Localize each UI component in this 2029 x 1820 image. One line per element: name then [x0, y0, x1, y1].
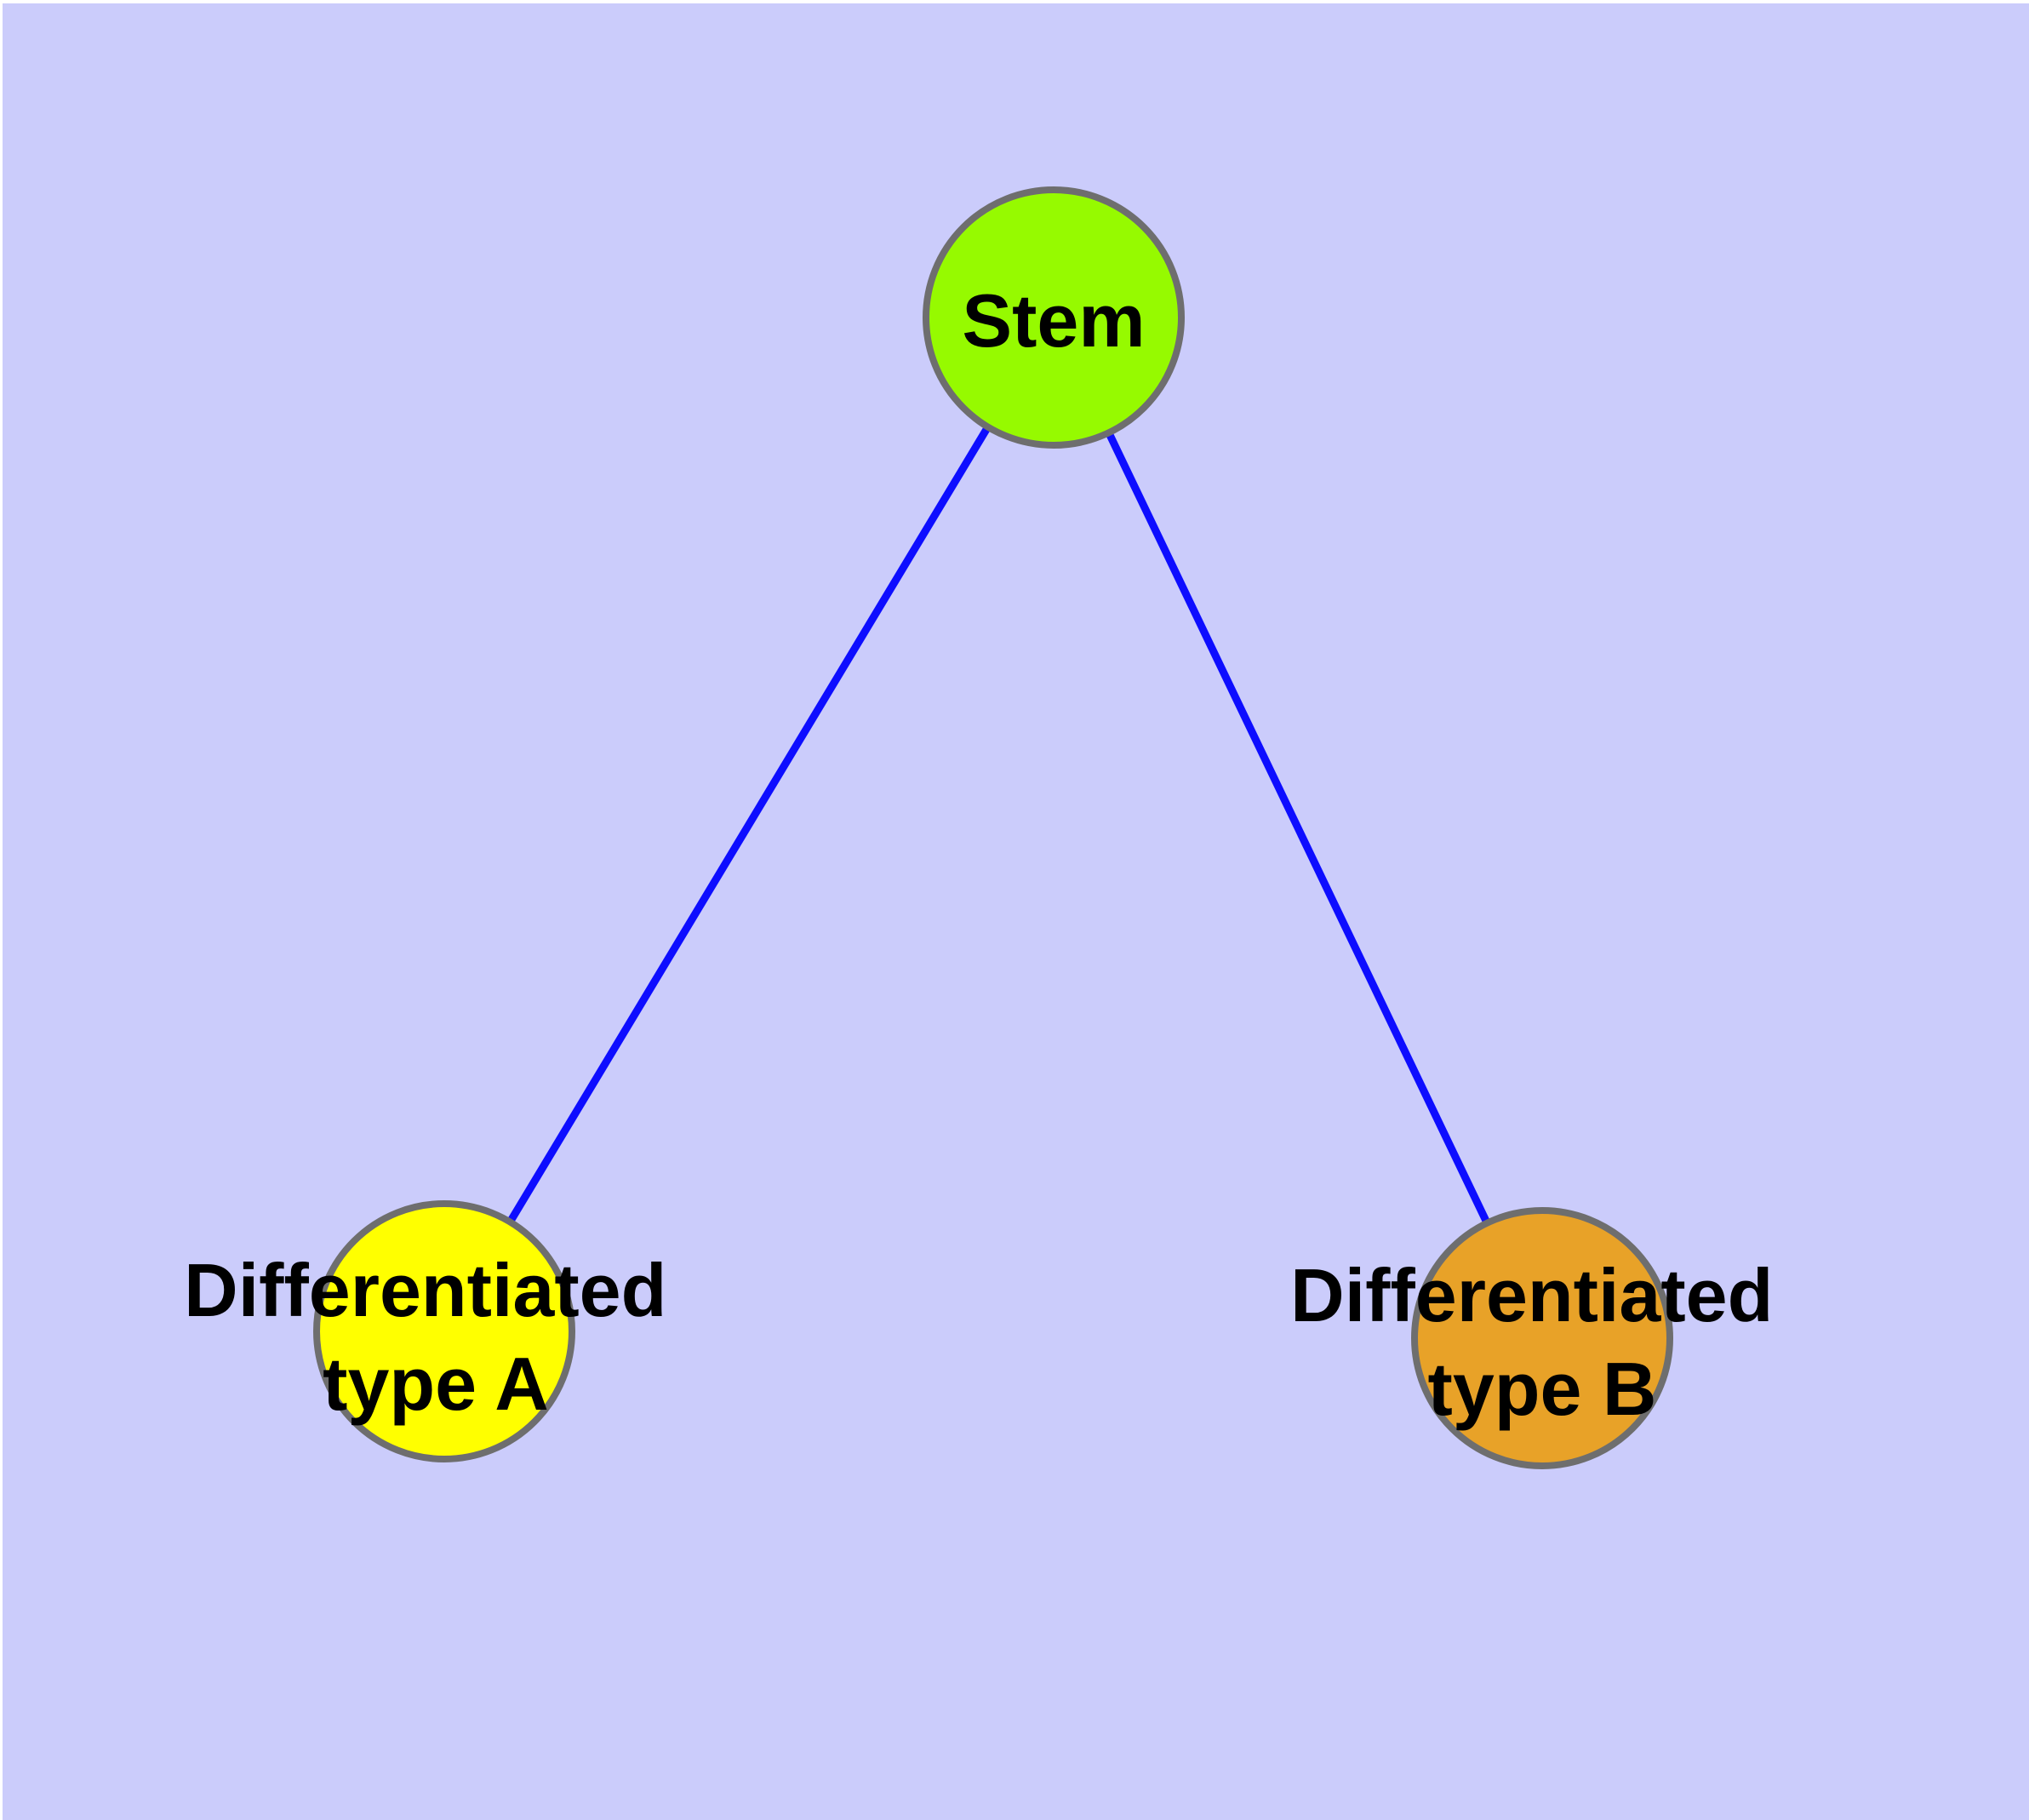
node-stem-label: Stem: [962, 278, 1145, 363]
edge-stem-to-type-a: [441, 315, 1057, 1334]
node-differentiated-type-b-label: Differentiated type B: [1290, 1253, 1794, 1431]
node-differentiated-type-a-label-line2: type A: [323, 1342, 549, 1426]
node-differentiated-type-a-circle: [313, 1200, 575, 1462]
top-border-strip: [0, 0, 2029, 3]
node-differentiated-type-b-circle: [1411, 1207, 1673, 1469]
node-stem-circle: [923, 186, 1185, 449]
node-differentiated-type-b-label-line1: Differentiated: [1290, 1253, 1773, 1337]
left-border-strip: [0, 0, 3, 1820]
node-differentiated-type-b-label-line2: type B: [1428, 1347, 1657, 1431]
edge-stem-to-type-b: [1049, 316, 1546, 1340]
node-differentiated-type-a-label: Differentiated type A: [184, 1248, 688, 1426]
node-differentiated-type-a-label-line1: Differentiated: [184, 1248, 666, 1332]
